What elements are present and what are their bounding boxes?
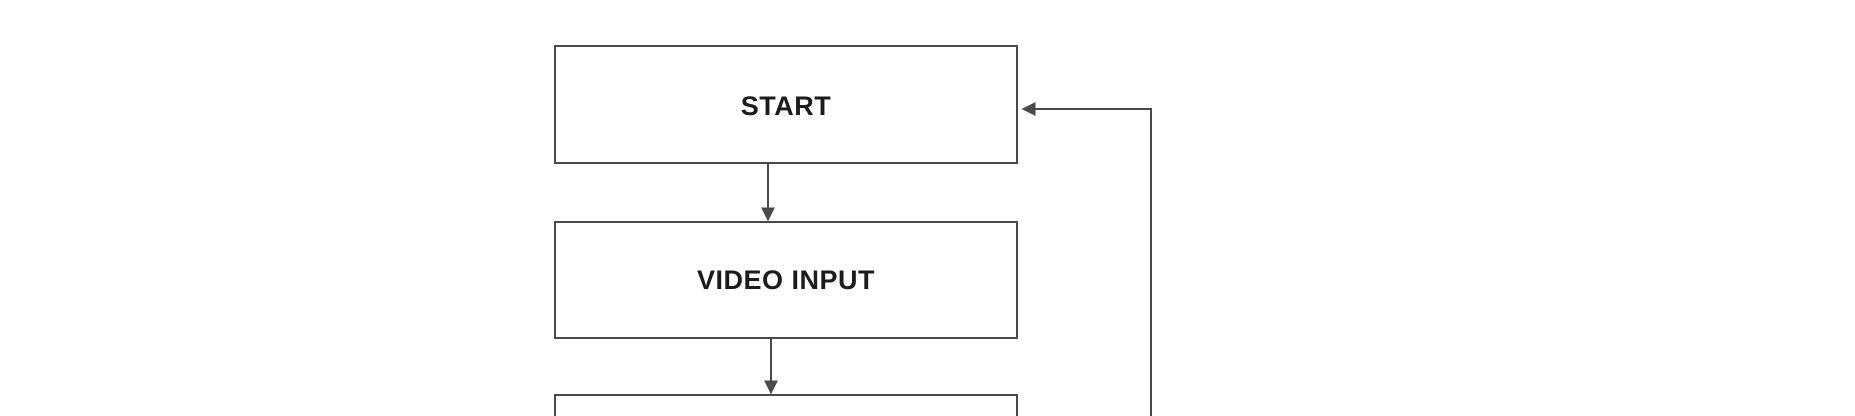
node-start-box xyxy=(554,45,1018,164)
node-video-input-label: VIDEO INPUT xyxy=(697,265,875,295)
node-next-step-partial-box xyxy=(554,394,1018,416)
node-start-label: START xyxy=(741,91,832,121)
node-video-input-box xyxy=(554,221,1018,339)
edge-feedback-loop-arrow xyxy=(1021,102,1152,416)
